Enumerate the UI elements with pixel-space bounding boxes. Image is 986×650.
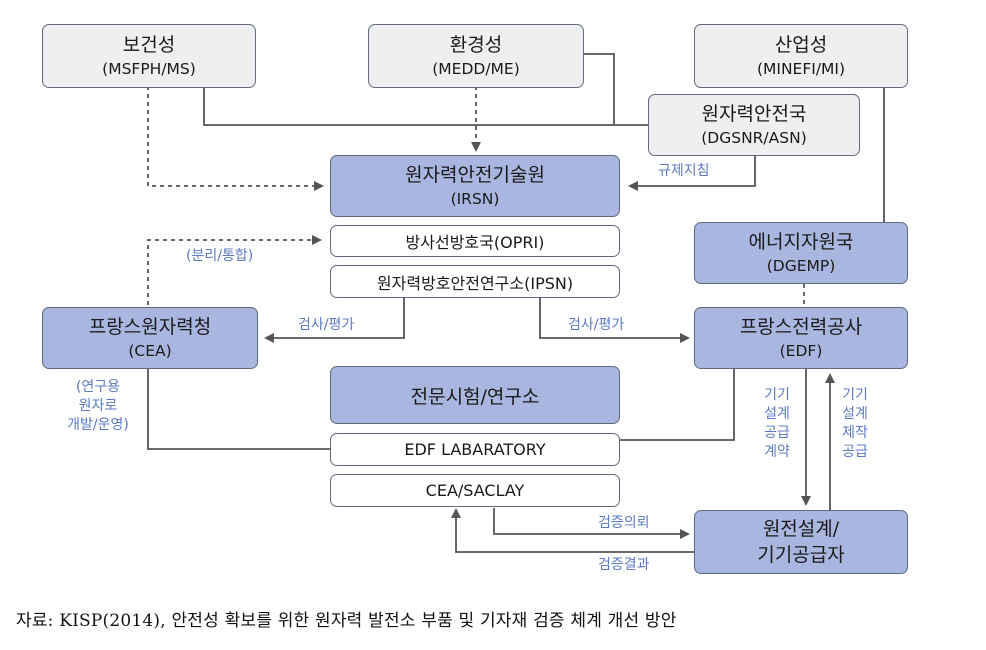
- cea-saclay-box: CEA/SACLAY: [330, 474, 620, 507]
- source-caption: 자료: KISP(2014), 안전성 확보를 위한 원자력 발전소 부품 및 …: [16, 611, 677, 631]
- dgemp-box: 에너지자원국 (DGEMP): [694, 222, 908, 284]
- dgemp-name: 에너지자원국: [748, 231, 854, 253]
- label-regulation: 규제지침: [658, 163, 710, 179]
- ipsn-to-cea-arrow: [264, 298, 405, 343]
- edf-lab-name: EDF LABARATORY: [404, 440, 546, 459]
- medd-name: 환경성: [449, 34, 503, 56]
- minefi-abbr: (MINEFI/MI): [756, 60, 846, 78]
- cea-note-line-3: 개발/운영): [67, 417, 129, 433]
- minefi-box: 산업성 (MINEFI/MI): [694, 24, 908, 88]
- cea-to-edflab-line: [147, 369, 330, 450]
- edf-abbr: (EDF): [779, 342, 823, 360]
- cea-box: 프랑스원자력청 (CEA): [42, 307, 258, 369]
- cea-name: 프랑스원자력청: [88, 316, 212, 338]
- msfph-name: 보건성: [122, 34, 176, 56]
- edf-lab-box: EDF LABARATORY: [330, 433, 620, 466]
- labs-name: 전문시험/연구소: [410, 385, 540, 408]
- label-verify-result: 검증결과: [598, 557, 650, 573]
- dgsnr-to-irsn-arrow: [628, 156, 756, 191]
- label-supplier-to-edf: 기기 설계 제작 공급: [842, 387, 868, 460]
- dgsnr-abbr: (DGSNR/ASN): [701, 129, 807, 147]
- verify-result-arrow: [451, 508, 694, 553]
- msfph-abbr: (MSFPH/MS): [102, 60, 196, 78]
- label-inspect-right: 검사/평가: [568, 317, 625, 333]
- msfph-to-dgsnr-line: [203, 88, 648, 126]
- dgsnr-box: 원자력안전국 (DGSNR/ASN): [648, 94, 860, 156]
- dgemp-abbr: (DGEMP): [766, 257, 836, 275]
- medd-to-dgsnr-line: [584, 53, 615, 125]
- label-separation: (분리/통합): [186, 248, 254, 264]
- label-edf-to-supplier: 기기 설계 공급 계약: [764, 387, 790, 460]
- msfph-to-irsn-dashed: [147, 86, 324, 191]
- irsn-box: 원자력안전기술원 (IRSN): [330, 155, 620, 217]
- ipsn-box: 원자력방호안전연구소(IPSN): [330, 265, 620, 298]
- opri-name: 방사선방호국(OPRI): [405, 233, 545, 252]
- label-inspect-left: 검사/평가: [298, 317, 355, 333]
- cea-abbr: (CEA): [128, 342, 172, 360]
- verify-request-arrow: [493, 508, 690, 539]
- dgsnr-name: 원자력안전국: [701, 103, 807, 125]
- msfph-box: 보건성 (MSFPH/MS): [42, 24, 256, 88]
- cea-saclay-name: CEA/SACLAY: [425, 481, 525, 500]
- irsn-abbr: (IRSN): [450, 190, 500, 208]
- labs-box: 전문시험/연구소: [330, 366, 620, 424]
- supplier-line1: 원전설계/: [762, 518, 840, 540]
- medd-box: 환경성 (MEDD/ME): [368, 24, 584, 88]
- edf-box: 프랑스전력공사 (EDF): [694, 307, 908, 369]
- label-verify-request: 검증의뢰: [598, 515, 650, 531]
- cea-note-line-1: (연구용: [75, 379, 121, 395]
- cea-to-opri-dashed: [147, 235, 322, 305]
- medd-abbr: (MEDD/ME): [432, 60, 520, 78]
- label-cea-note: (연구용 원자로 개발/운영): [56, 378, 140, 435]
- supplier-line2: 기기공급자: [757, 544, 845, 566]
- edf-to-edflab-line: [620, 369, 735, 441]
- ipsn-name: 원자력방호안전연구소(IPSN): [376, 273, 574, 293]
- minefi-name: 산업성: [774, 34, 828, 56]
- cea-note-line-2: 원자로: [78, 398, 118, 414]
- edf-name: 프랑스전력공사: [739, 316, 863, 338]
- ipsn-to-edf-arrow: [539, 298, 690, 343]
- opri-box: 방사선방호국(OPRI): [330, 225, 620, 257]
- irsn-name: 원자력안전기술원: [405, 164, 545, 186]
- supplier-box: 원전설계/ 기기공급자: [694, 510, 908, 574]
